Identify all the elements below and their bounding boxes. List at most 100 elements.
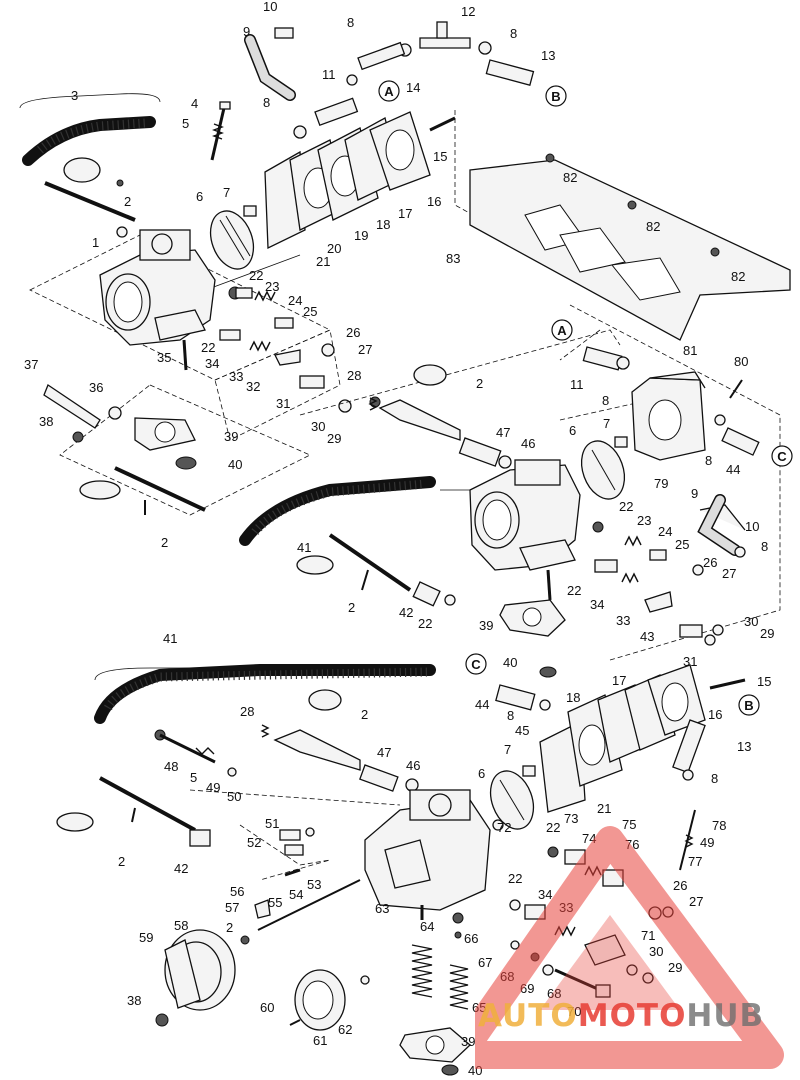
- label-7: 7: [504, 742, 511, 757]
- ref-c-middle-label: C: [777, 449, 787, 464]
- label-15: 15: [757, 674, 771, 689]
- throttle-shaft-middle: [296, 533, 412, 592]
- label-58: 58: [174, 918, 188, 933]
- label-82: 82: [646, 219, 660, 234]
- label-15: 15: [433, 149, 447, 164]
- label-55: 55: [268, 895, 282, 910]
- label-30: 30: [311, 419, 325, 434]
- bottom-assembly-leaders: [94, 667, 401, 881]
- label-41: 41: [163, 631, 177, 646]
- label-44: 44: [726, 462, 740, 477]
- label-27: 27: [689, 894, 703, 909]
- brand-moto: MOTO: [577, 998, 687, 1034]
- label-1: 1: [92, 235, 99, 250]
- label-5: 5: [182, 116, 189, 131]
- label-16: 16: [708, 707, 722, 722]
- reed-plate-stack-top: [264, 111, 456, 250]
- label-81: 81: [683, 343, 697, 358]
- label-10: 10: [263, 0, 277, 14]
- label-83: 83: [446, 251, 460, 266]
- label-71: 71: [641, 928, 655, 943]
- label-20: 20: [327, 241, 341, 256]
- label-6: 6: [196, 189, 203, 204]
- label-8: 8: [507, 708, 514, 723]
- mounting-rail: [469, 153, 791, 341]
- throttle-lever-middle: [368, 364, 512, 469]
- label-82: 82: [563, 170, 577, 185]
- label-2: 2: [161, 535, 168, 550]
- label-75: 75: [622, 817, 636, 832]
- ref-c-middle: [771, 445, 793, 467]
- label-42: 42: [174, 861, 188, 876]
- label-27: 27: [358, 342, 372, 357]
- label-22: 22: [567, 583, 581, 598]
- label-22: 22: [418, 616, 432, 631]
- ref-c-bottom: [465, 653, 487, 675]
- label-18: 18: [376, 217, 390, 232]
- label-45: 45: [515, 723, 529, 738]
- label-13: 13: [737, 739, 751, 754]
- gasket-6-bottom: [489, 765, 536, 830]
- label-67: 67: [478, 955, 492, 970]
- label-30: 30: [744, 614, 758, 629]
- label-47: 47: [377, 745, 391, 760]
- label-26: 26: [703, 555, 717, 570]
- label-37: 37: [24, 357, 38, 372]
- carburetor-middle: [469, 459, 581, 601]
- fuel-hose-41-middle: [239, 476, 436, 546]
- label-23: 23: [637, 513, 651, 528]
- choke-parts-top: [43, 384, 197, 470]
- label-6: 6: [478, 766, 485, 781]
- label-11: 11: [322, 67, 336, 82]
- label-77: 77: [688, 854, 702, 869]
- label-60: 60: [260, 1000, 274, 1015]
- label-29: 29: [327, 431, 341, 446]
- label-25: 25: [675, 537, 689, 552]
- label-22: 22: [546, 820, 560, 835]
- label-7: 7: [603, 416, 610, 431]
- ref-a-middle: [551, 319, 573, 341]
- label-82: 82: [731, 269, 745, 284]
- label-39: 39: [461, 1034, 475, 1049]
- carburetor-top: [99, 229, 216, 371]
- label-3: 3: [71, 88, 78, 103]
- throttle-shaft-top: [44, 157, 136, 238]
- fuel-hose-3: [19, 93, 161, 166]
- label-33: 33: [229, 369, 243, 384]
- gasket-39-bottom: [399, 1027, 471, 1076]
- label-61: 61: [313, 1033, 327, 1048]
- label-2: 2: [476, 376, 483, 391]
- label-34: 34: [590, 597, 604, 612]
- label-9: 9: [691, 486, 698, 501]
- label-79: 79: [654, 476, 668, 491]
- label-22: 22: [201, 340, 215, 355]
- label-52: 52: [247, 835, 261, 850]
- label-56: 56: [230, 884, 244, 899]
- gasket-6-top: [209, 205, 257, 270]
- screws-48-50: [154, 729, 237, 777]
- label-29: 29: [668, 960, 682, 975]
- label-22: 22: [619, 499, 633, 514]
- label-24: 24: [658, 524, 672, 539]
- label-28: 28: [347, 368, 361, 383]
- label-33: 33: [616, 613, 630, 628]
- parts-51-57: [240, 827, 361, 945]
- label-78: 78: [712, 818, 726, 833]
- automotohub-watermark-logo: [475, 826, 784, 1069]
- label-62: 62: [338, 1022, 352, 1037]
- intake-79: [582, 346, 760, 461]
- label-4: 4: [191, 96, 198, 111]
- label-21: 21: [316, 254, 330, 269]
- label-8: 8: [263, 95, 270, 110]
- label-36: 36: [89, 380, 103, 395]
- label-34: 34: [538, 887, 552, 902]
- springs-63-66: [411, 905, 469, 1010]
- label-22: 22: [249, 268, 263, 283]
- label-32: 32: [246, 379, 260, 394]
- label-13: 13: [541, 48, 555, 63]
- label-22: 22: [508, 871, 522, 886]
- sleeve-42-middle: [412, 581, 456, 607]
- throttle-shaft-mid-left: [79, 466, 206, 515]
- label-48: 48: [164, 759, 178, 774]
- label-31: 31: [276, 396, 290, 411]
